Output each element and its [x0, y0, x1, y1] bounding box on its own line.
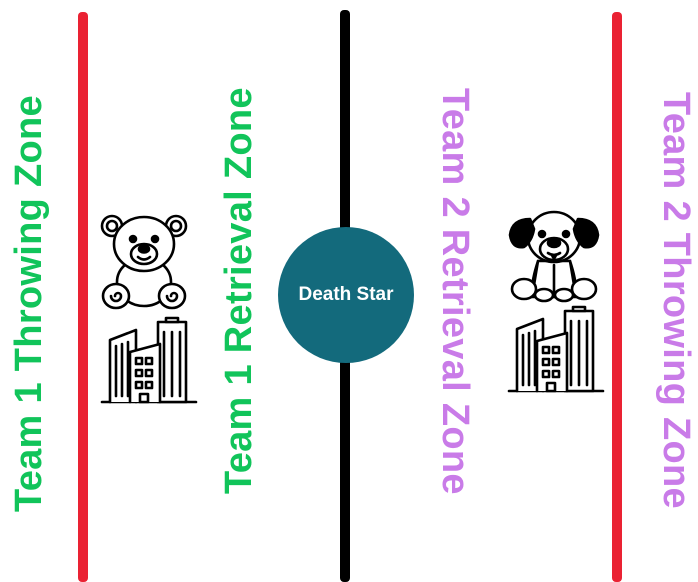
teddy-bear-icon: [98, 210, 190, 312]
team2-throwing-zone-label: Team 2 Throwing Zone: [655, 92, 697, 509]
team2-boundary-line: [612, 12, 622, 582]
team1-throwing-zone-label: Team 1 Throwing Zone: [8, 95, 50, 512]
team1-retrieval-zone-label: Team 1 Retrieval Zone: [218, 87, 260, 494]
city-buildings-icon: [507, 305, 605, 395]
death-star-circle: Death Star: [278, 227, 414, 363]
team2-retrieval-zone-label: Team 2 Retrieval Zone: [434, 88, 476, 495]
puppy-icon: [508, 205, 600, 303]
city-buildings-icon: [100, 316, 198, 406]
team1-boundary-line: [78, 12, 88, 582]
death-star-label: Death Star: [298, 284, 394, 305]
